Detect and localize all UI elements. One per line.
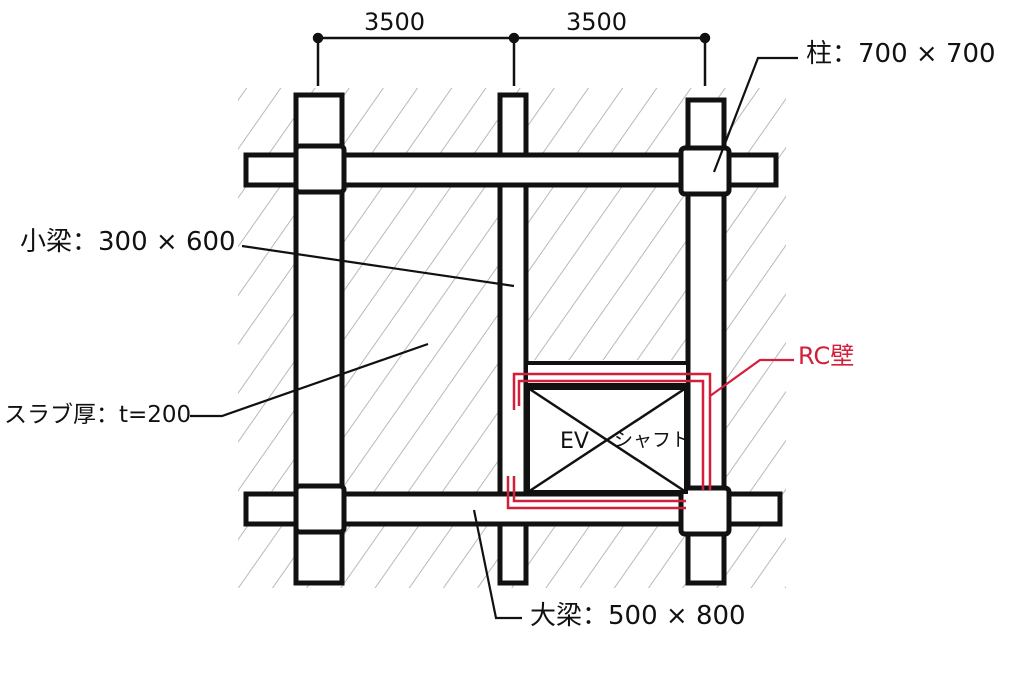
ev-label: EV xyxy=(560,429,589,454)
dimension-right: 3500 xyxy=(566,8,627,36)
ev-shaft-box xyxy=(526,386,688,494)
column-label: 柱：700 × 700 xyxy=(806,39,996,69)
rc-wall-leader xyxy=(709,358,794,397)
shaft-label: シャフト xyxy=(614,429,690,451)
leader-lines xyxy=(190,56,798,620)
main-beam-label: 大梁：500 × 800 xyxy=(530,601,746,631)
columns xyxy=(293,143,732,537)
column-top-right xyxy=(678,145,732,197)
column-top-left xyxy=(293,143,347,195)
column-bottom-left xyxy=(293,483,347,535)
rc-wall-label: RC壁 xyxy=(798,342,854,370)
small-beam-label: 小梁：300 × 600 xyxy=(20,227,236,257)
dimension-line xyxy=(312,32,711,86)
slab-label: スラブ厚：t=200 xyxy=(4,402,191,428)
column-bottom-right xyxy=(678,485,732,537)
rc-wall-outline xyxy=(506,372,712,510)
dimension-left: 3500 xyxy=(364,8,425,36)
